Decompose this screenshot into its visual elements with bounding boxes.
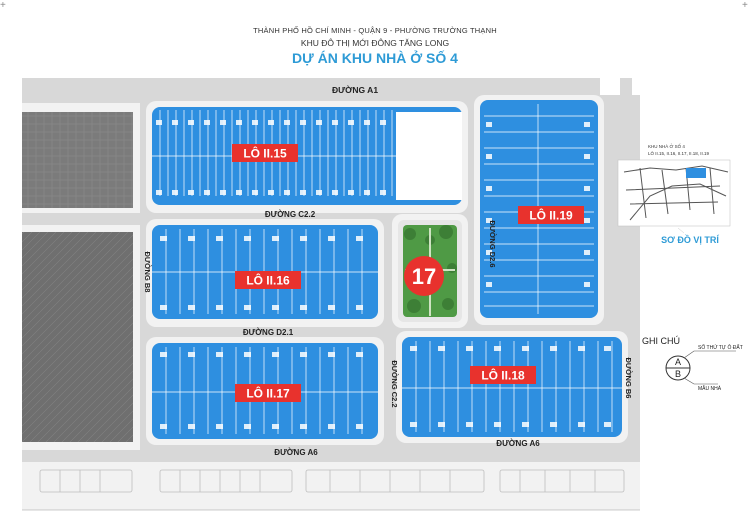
- street-b8-label: ĐƯỜNG B8: [143, 252, 152, 293]
- lot-label-bg: [235, 271, 301, 289]
- legend-house-model-label: MẪU NHÀ: [698, 385, 722, 392]
- existing-block: [22, 112, 133, 208]
- header-location: THÀNH PHỐ HỒ CHÍ MINH - QUẬN 9 - PHƯỜNG …: [253, 26, 497, 35]
- location-map-caption: KHU NHÀ Ở SỐ 4: [648, 143, 685, 149]
- street-c22-vertical-label: ĐƯỜNG C2.2: [390, 360, 399, 407]
- leader-line: [677, 227, 685, 234]
- lot-ii16-label: LÔ II.16: [246, 273, 290, 288]
- park-trees: [404, 225, 457, 313]
- lot-label-bg: [235, 384, 301, 402]
- street-d26-label: ĐƯỜNG D2.6: [488, 220, 497, 267]
- plot-number-markers: [156, 120, 611, 429]
- street-a1-label: ĐƯỜNG A1: [332, 84, 378, 95]
- lot-ii18: [402, 337, 622, 437]
- lot-ii19-label: LÔ II.19: [529, 208, 573, 223]
- header-urban-area: KHU ĐÔ THỊ MỚI ĐÔNG TĂNG LONG: [300, 38, 450, 48]
- location-map-caption-lots: LÔ II.15, II.16, II.17, II.18, II.19: [648, 150, 710, 156]
- street-a6-right-label: ĐƯỜNG A6: [496, 439, 540, 448]
- lot-label-bg: [232, 144, 298, 162]
- legend-symbol: [665, 350, 736, 385]
- crop-mark: +: [742, 0, 748, 11]
- crop-mark: +: [0, 0, 6, 11]
- street-b6-label: ĐƯỜNG B6: [624, 358, 633, 399]
- parking-spaces: [39, 469, 625, 493]
- street-a6-left-label: ĐƯỜNG A6: [274, 448, 318, 457]
- location-map-inset: [617, 159, 731, 227]
- lot-label-bg: [470, 366, 536, 384]
- lot-label-bg: [518, 206, 584, 224]
- legend-symbol-top: A: [675, 357, 681, 367]
- existing-block: [22, 232, 133, 442]
- lot-ii18-label: LÔ II.18: [481, 368, 525, 383]
- road-network: [620, 78, 632, 95]
- lot-ii17-label: LÔ II.17: [246, 386, 290, 401]
- location-map-title: SƠ ĐỒ VỊ TRÍ: [661, 234, 719, 245]
- park-number: 17: [412, 264, 436, 289]
- lot-ii15-white-area: [396, 112, 462, 200]
- legend-title: GHI CHÚ: [642, 336, 680, 346]
- park-number-badge: [404, 256, 444, 296]
- street-c22-label: ĐƯỜNG C2.2: [265, 210, 316, 219]
- page-title: DỰ ÁN KHU NHÀ Ở SỐ 4: [292, 50, 458, 66]
- lot-ii15-label: LÔ II.15: [243, 146, 287, 161]
- legend-symbol-bottom: B: [675, 369, 681, 379]
- parking-strip: [22, 462, 640, 510]
- street-d21-label: ĐƯỜNG D2.1: [243, 328, 294, 337]
- legend-plot-number-label: SỐ THỨ TỰ Ô ĐẤT: [698, 344, 743, 351]
